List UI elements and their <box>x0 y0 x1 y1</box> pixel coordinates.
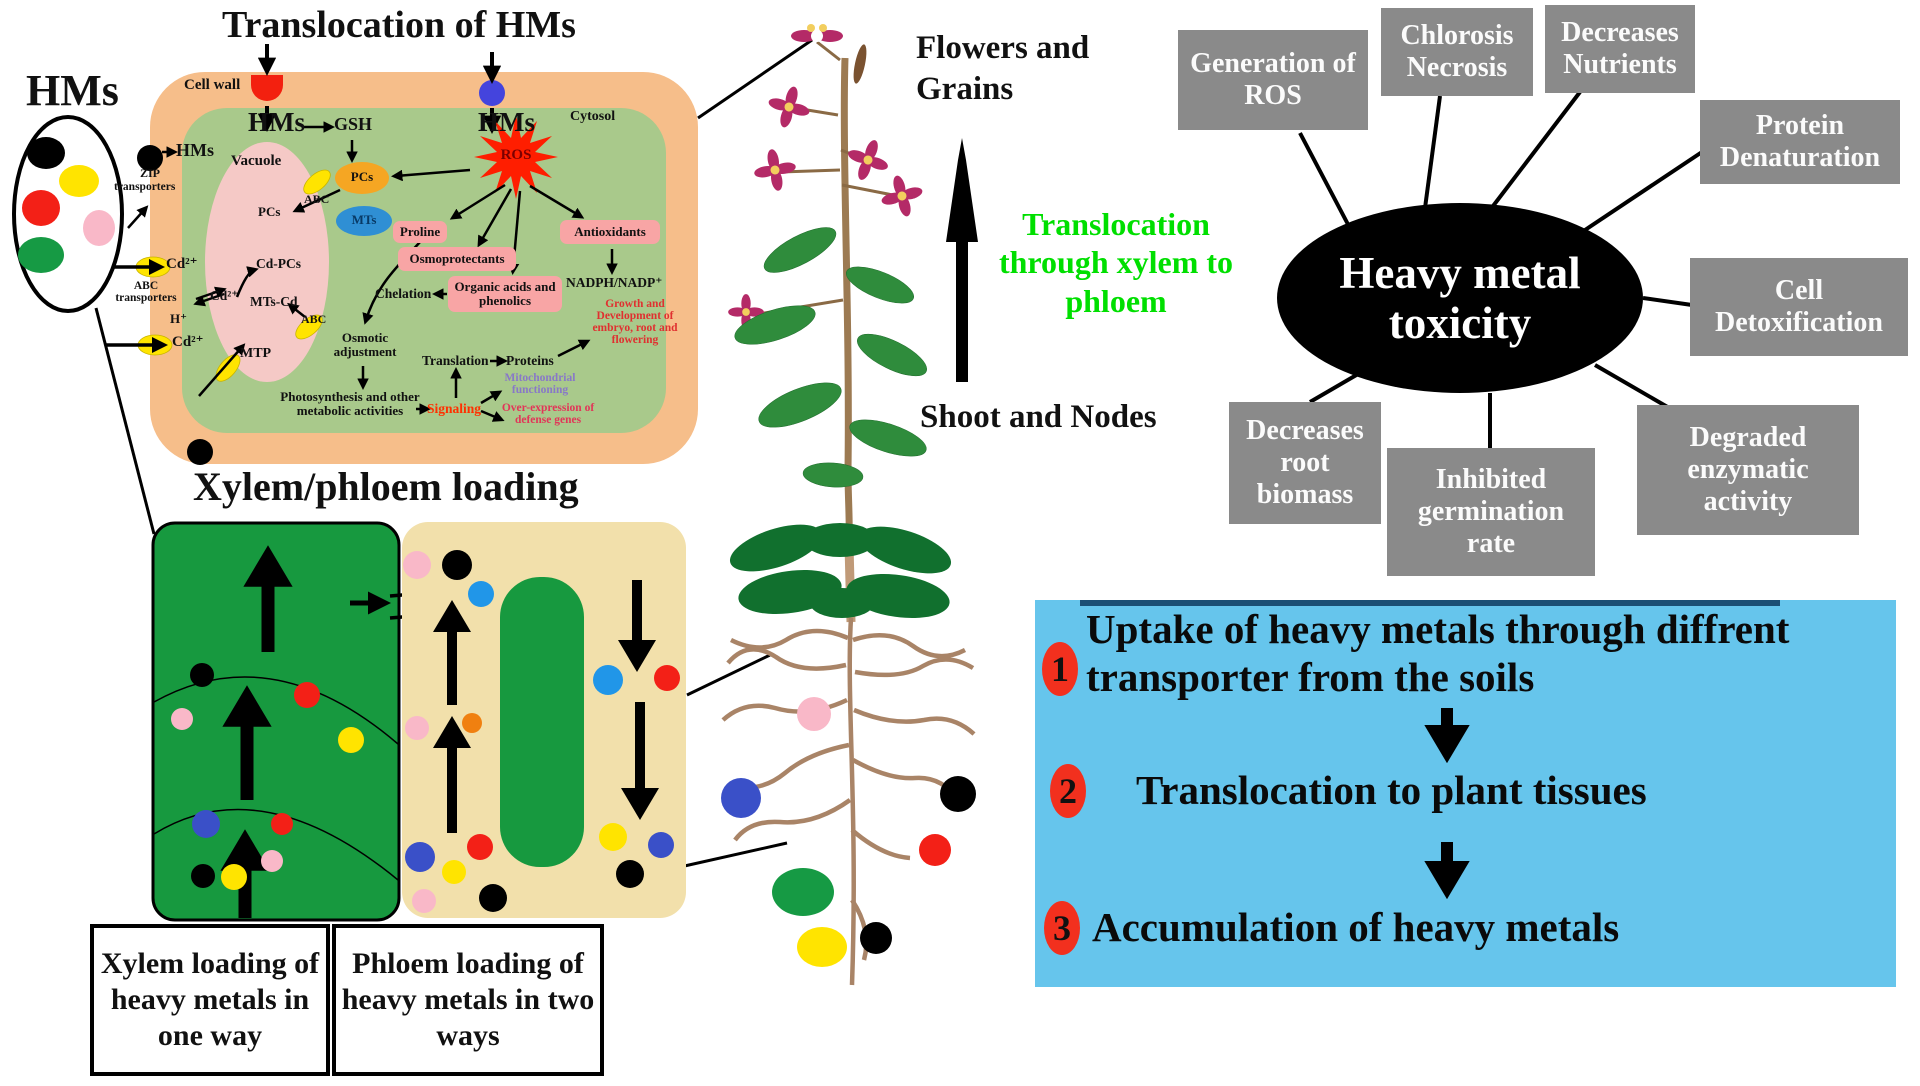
cd-mid-label: Cd²⁺ <box>210 288 239 303</box>
proline-box: Proline <box>393 221 447 243</box>
osmoprotectants-box: Osmoprotectants <box>398 247 516 271</box>
hms-source-title: HMs <box>26 66 119 115</box>
organic-acids-box: Organic acids and phenolics <box>448 276 562 312</box>
pcs-ellipse <box>335 162 389 194</box>
zip-transporters-label: transporters <box>114 181 176 193</box>
zip-transporter-dot <box>137 145 163 171</box>
effect-degraded-enzymatic: Degraded enzymatic activity <box>1637 405 1859 535</box>
osmotic-adjustment-label: Osmotic adjustment <box>333 330 397 359</box>
blue-channel <box>479 80 505 106</box>
photosynthesis-label: Photosynthesis and other metabolic activ… <box>280 389 420 418</box>
zip-label: ZIP <box>140 166 161 180</box>
proteins-label: Proteins <box>506 353 554 368</box>
hms-right-label: HMs <box>478 107 535 137</box>
effect-protein-denaturation: Protein Denaturation <box>1700 100 1900 184</box>
mts-label: MTs <box>351 212 377 227</box>
cytosol-label: Cytosol <box>570 109 616 124</box>
connector-lines <box>94 38 813 869</box>
effect-decreases-nutrients: Decreases Nutrients <box>1545 5 1695 93</box>
plant-illustration <box>721 24 976 986</box>
hms-source <box>12 115 124 313</box>
h-plus-label: H⁺ <box>170 311 187 326</box>
loading-title: Xylem/phloem loading <box>193 464 579 509</box>
xylem-metal-dots <box>171 663 364 890</box>
translation-label: Translation <box>422 353 489 368</box>
signaling-label: Signaling <box>427 401 482 416</box>
phloem-panel <box>402 522 686 918</box>
cell-title: Translocation of HMs <box>222 4 576 46</box>
translocation-xylem-label: Translocation through xylem to phloem <box>998 206 1234 319</box>
growth-label: Growth and Development of embryo, root a… <box>592 298 678 347</box>
step-2-badge: 2 <box>1050 764 1086 818</box>
mtp-label: MTP <box>240 346 272 361</box>
effect-generation-ros: Generation of ROS <box>1178 30 1368 130</box>
ros-starburst <box>474 115 558 199</box>
root-metal-dots <box>721 697 976 967</box>
cd-pcs-label: Cd-PCs <box>256 256 302 271</box>
leaves <box>734 227 927 488</box>
uptake-steps-box <box>1035 600 1896 987</box>
pcs-vacuole-label: PCs <box>258 204 281 219</box>
flowers-grains-label: Flowers and Grains <box>916 30 1090 108</box>
toxicity-center-ellipse: Heavy metal toxicity <box>1277 203 1643 393</box>
mitochondrial-label: Mitochondrial functioning <box>504 372 576 397</box>
ros-label: ROS <box>500 147 532 163</box>
translocation-arrow <box>946 138 978 382</box>
abc-transporters-label: ABC transporters <box>115 280 177 305</box>
vacuole-label: Vacuole <box>231 153 282 169</box>
step-3-badge: 3 <box>1044 901 1080 955</box>
step-1-badge: 1 <box>1042 642 1078 696</box>
gsh-label: GSH <box>334 114 373 134</box>
vacuole-shape <box>205 142 329 382</box>
mts-ellipse <box>336 206 392 236</box>
cell-bottom-dot <box>187 439 213 465</box>
cd-upper-label: Cd²⁺ <box>166 256 198 272</box>
cell-wall-label: Cell wall <box>184 77 241 93</box>
xylem-panel <box>151 521 401 922</box>
pcs-label: PCs <box>350 169 374 184</box>
hms-left-label: HMs <box>248 107 305 137</box>
effect-chlorosis-necrosis: Chlorosis Necrosis <box>1381 8 1533 96</box>
step-2-text: Translocation to plant tissues <box>1136 767 1647 813</box>
chelation-label: Chelation <box>375 286 432 301</box>
effect-decreases-root-biomass: Decreases root biomass <box>1229 402 1381 524</box>
abc-lower-label: ABC <box>301 312 327 326</box>
effect-cell-detoxification: Cell Detoxification <box>1690 258 1908 356</box>
zip-hms-label: HMs <box>176 140 214 160</box>
antioxidants-box: Antioxidants <box>560 220 660 244</box>
mts-cd-label: MTs-Cd <box>250 294 298 309</box>
step-1-text: Uptake of heavy metals through diffrent … <box>1086 606 1790 700</box>
rosette <box>729 523 952 619</box>
nadph-label: NADPH/NADP⁺ <box>566 275 663 290</box>
red-receptor <box>251 75 283 101</box>
seed-pod <box>853 44 867 84</box>
xylem-caption-box: Xylem loading of heavy metals in one way <box>90 924 330 1076</box>
effect-inhibited-germination: Inhibited germination rate <box>1387 448 1595 576</box>
phloem-metal-dots <box>403 550 680 913</box>
abc-upper-label: ABC <box>304 192 330 206</box>
shoot-nodes-label: Shoot and Nodes <box>920 399 1157 435</box>
flowers <box>728 24 928 330</box>
step-3-text: Accumulation of heavy metals <box>1092 904 1620 950</box>
steps-box-top-strip <box>1080 600 1780 606</box>
cd-lower-label: Cd²⁺ <box>172 334 204 350</box>
overexpression-label: Over-expression of defense genes <box>501 402 595 427</box>
phloem-caption-box: Phloem loading of heavy metals in two wa… <box>332 924 604 1076</box>
